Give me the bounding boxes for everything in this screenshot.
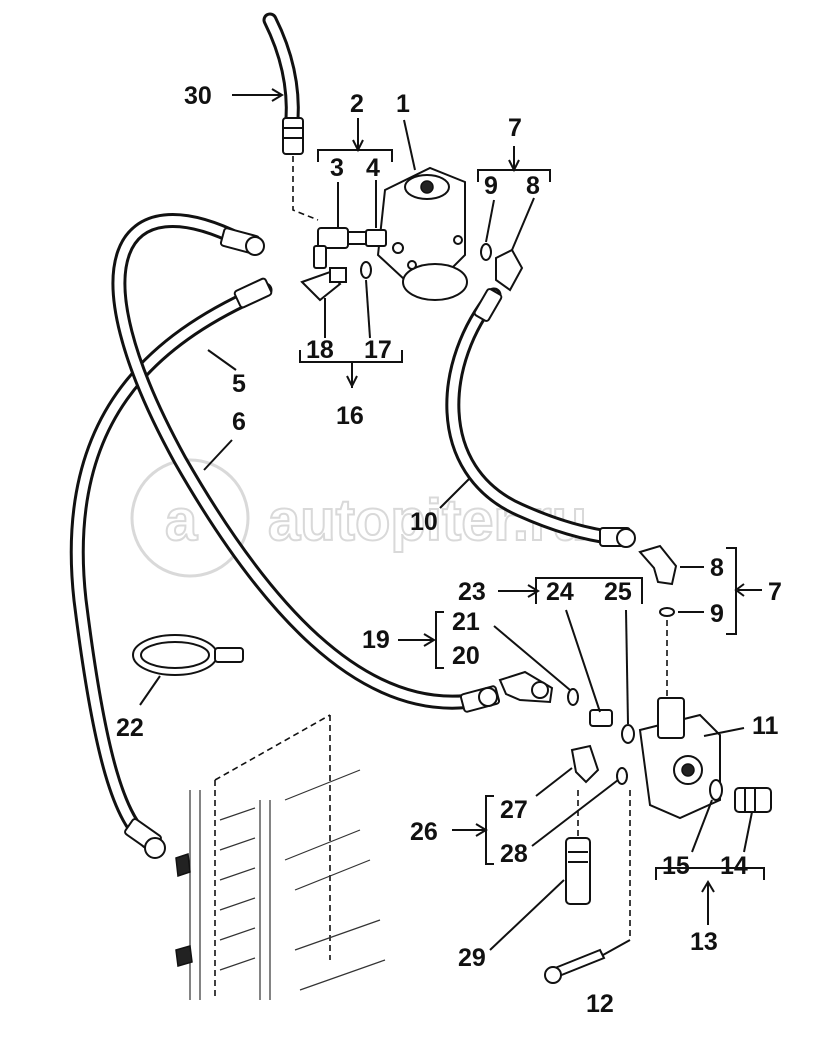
callout-7-top: 7 (508, 114, 522, 142)
callout-8-top: 8 (526, 172, 540, 200)
callout-labels: 30 2 1 3 4 7 9 8 18 17 16 5 6 10 8 9 7 2… (116, 82, 782, 1018)
callout-2: 2 (350, 90, 364, 118)
hose-10 (445, 287, 636, 548)
callout-7-right: 7 (768, 578, 782, 606)
hose-30 (262, 12, 319, 221)
callout-3: 3 (330, 154, 344, 182)
callout-27: 27 (500, 796, 528, 824)
oil-cooler-block (175, 714, 386, 1000)
fitting-29 (565, 837, 591, 905)
callout-28: 28 (500, 840, 528, 868)
callout-1: 1 (396, 90, 410, 118)
leader-lines (139, 88, 765, 956)
elbow-27 (570, 744, 600, 784)
callout-9-top: 9 (484, 172, 498, 200)
callout-16: 16 (336, 402, 364, 430)
callout-21: 21 (452, 608, 480, 636)
callout-12: 12 (586, 990, 614, 1018)
hose-6 (111, 213, 501, 713)
bolt-12 (544, 948, 606, 984)
adapter-4 (365, 229, 387, 247)
callout-11: 11 (752, 712, 779, 740)
plug-14 (734, 787, 772, 813)
callout-22: 22 (116, 714, 144, 742)
o-ring-15 (709, 779, 723, 801)
callout-9-right: 9 (710, 600, 724, 628)
watermark: a autopiter.ru (130, 458, 588, 578)
hose-5 (69, 277, 273, 859)
callout-29: 29 (458, 944, 486, 972)
callout-18: 18 (306, 336, 334, 364)
callout-14: 14 (720, 852, 748, 880)
o-ring-9-right (659, 607, 675, 617)
relief-valve-11 (638, 697, 721, 820)
callout-25: 25 (604, 578, 632, 606)
o-ring-17 (360, 261, 372, 279)
callout-24: 24 (546, 578, 574, 606)
watermark-logo-ring (130, 458, 250, 578)
callout-30: 30 (184, 82, 212, 110)
tee-fitting-3 (313, 227, 367, 269)
elbow-8-right (638, 544, 678, 586)
o-ring-28 (616, 767, 628, 785)
callout-15: 15 (662, 852, 690, 880)
connector-24 (589, 709, 613, 727)
callout-10: 10 (410, 508, 438, 536)
callout-26: 26 (410, 818, 438, 846)
elbow-8-top (495, 248, 524, 292)
o-ring-21 (567, 688, 579, 706)
callout-17: 17 (364, 336, 392, 364)
callout-6: 6 (232, 408, 246, 436)
watermark-logo-letter: a (165, 488, 198, 553)
callout-13: 13 (690, 928, 718, 956)
callout-5: 5 (232, 370, 246, 398)
callout-23: 23 (458, 578, 486, 606)
axis-line-center (577, 790, 631, 940)
callout-4: 4 (366, 154, 380, 182)
o-ring-25 (621, 724, 635, 744)
callout-8-right: 8 (710, 554, 724, 582)
callout-20: 20 (452, 642, 480, 670)
clamp-22 (132, 634, 244, 676)
elbow-20 (498, 670, 554, 704)
elbow-18 (300, 267, 347, 302)
callout-19: 19 (362, 626, 390, 654)
o-ring-9-top (480, 243, 492, 261)
steering-valve-1 (376, 166, 468, 301)
